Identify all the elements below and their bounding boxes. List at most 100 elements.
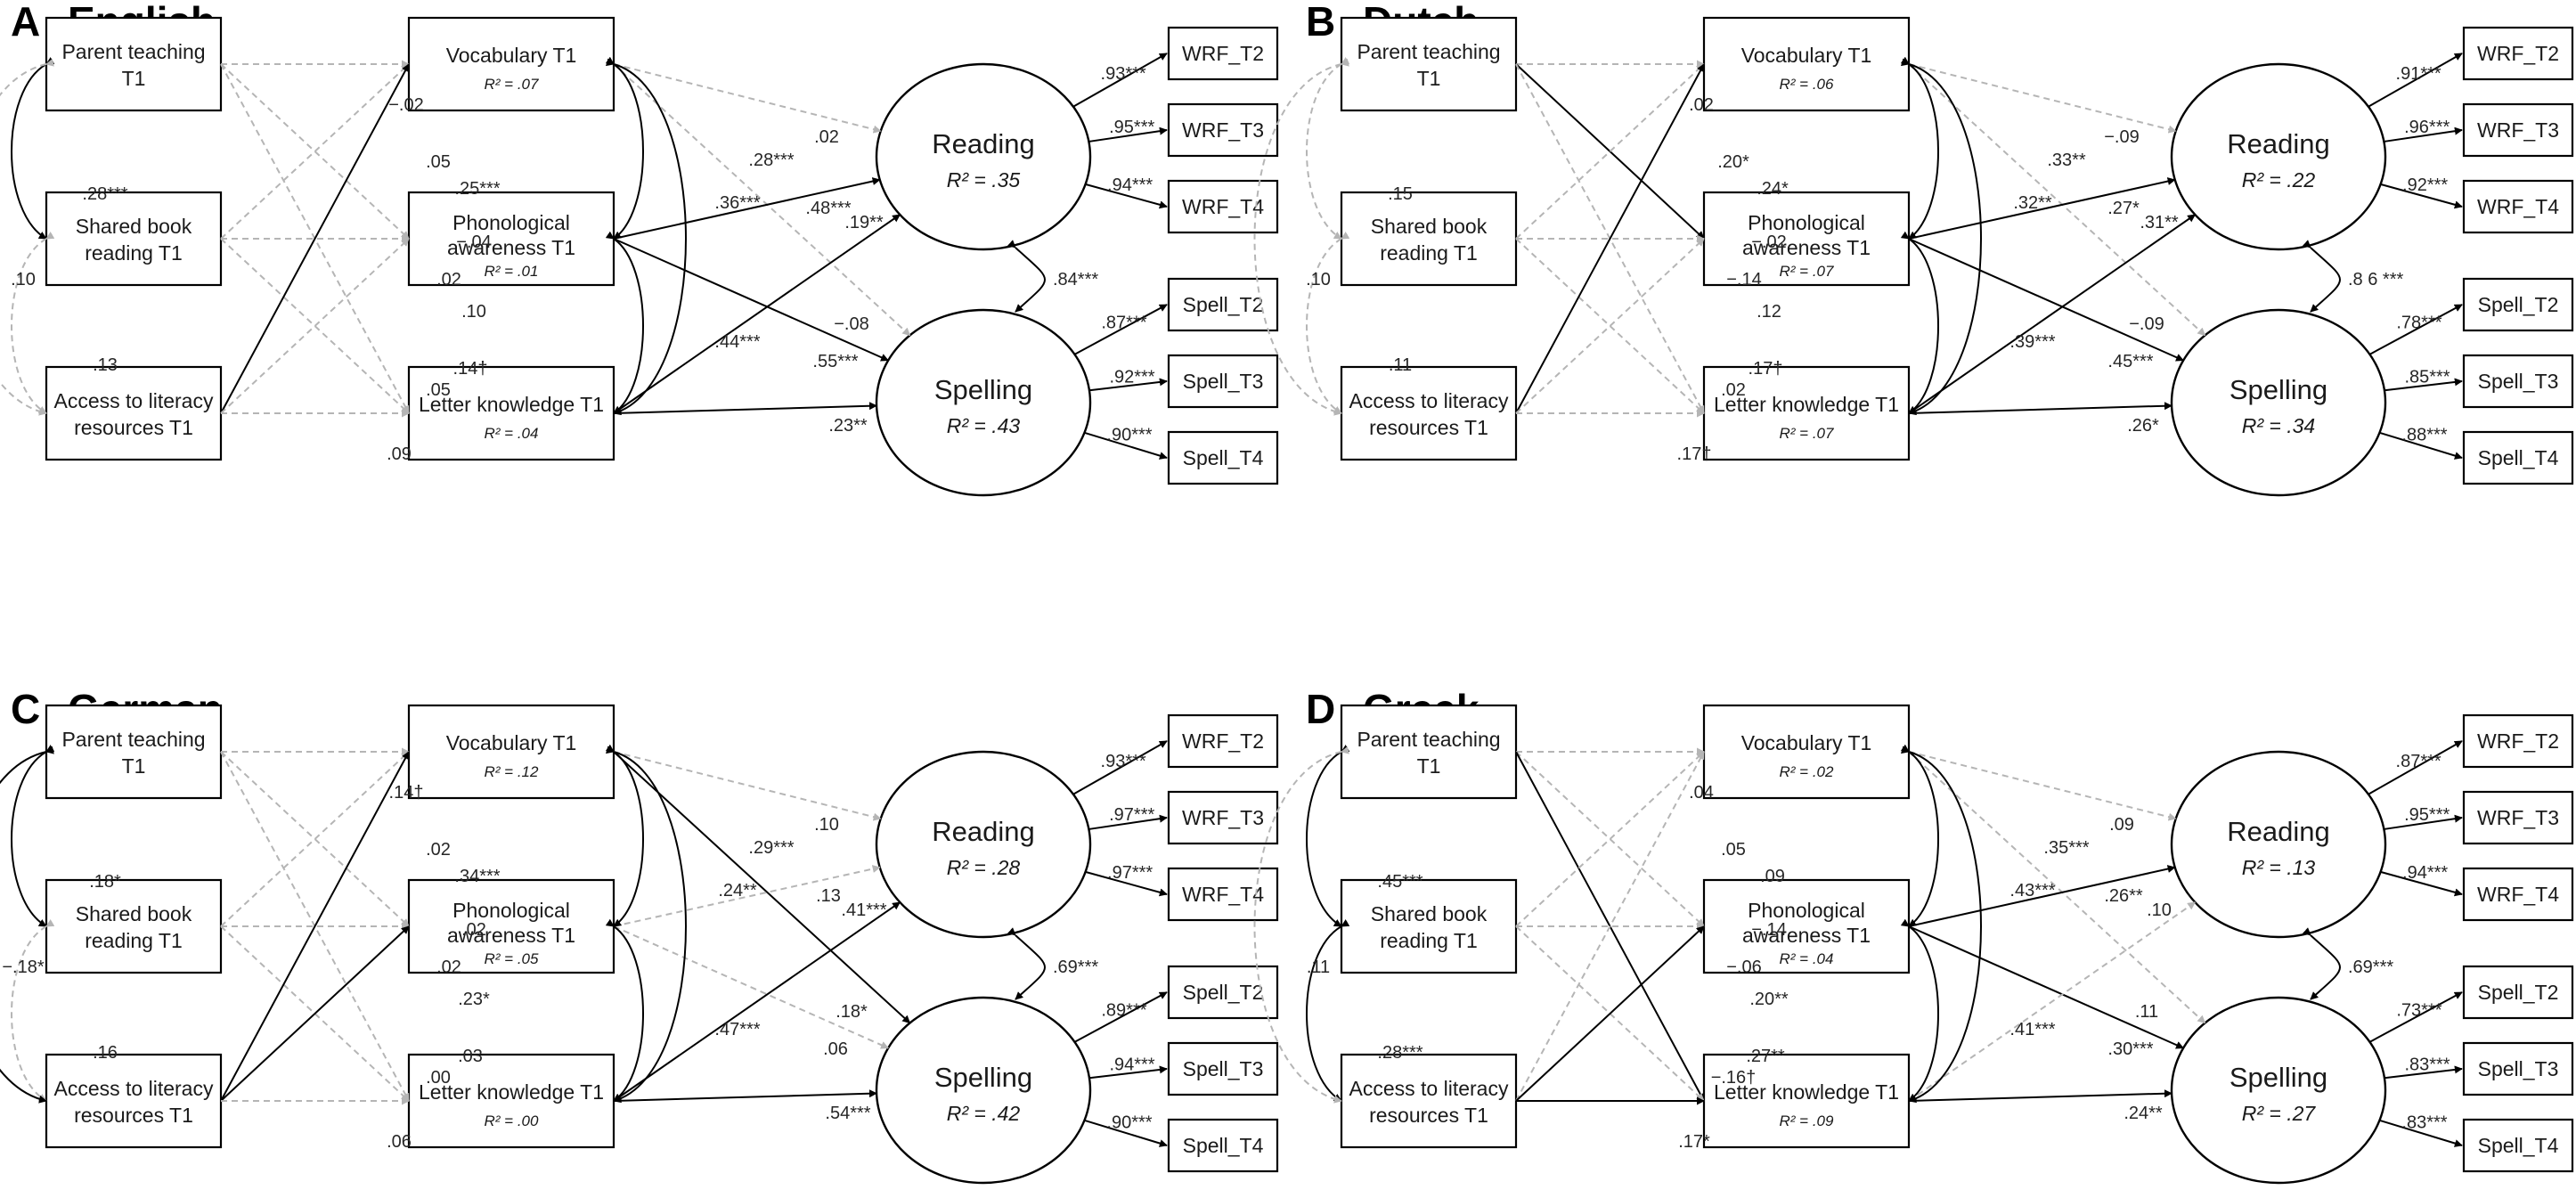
indicator-label: Spell_T4 (2478, 1134, 2559, 1157)
r2-letter: R² = .07 (1780, 425, 1834, 442)
loading-label: .97*** (1109, 805, 1154, 825)
box-label-parent: Parent teaching (61, 40, 205, 63)
loading-label: .93*** (1101, 64, 1146, 84)
path-label-phon-spelling: .45*** (2107, 352, 2153, 371)
box-vocab (1702, 704, 1911, 800)
path-phon-reading (1908, 177, 2176, 240)
cov-label-vocab-letter: .29*** (748, 838, 794, 858)
indicator-label: Spell_T2 (1183, 293, 1264, 316)
cov-shared-access (1306, 232, 1350, 414)
box-label-phon-2: awareness T1 (1742, 236, 1871, 259)
indicator-spell_t3 (2462, 1041, 2574, 1096)
indicator-label: WRF_T3 (2477, 806, 2559, 829)
loading-label: .92*** (1109, 368, 1154, 387)
loading-line (1084, 1119, 1168, 1147)
path-label-parent-letter: .14† (453, 359, 488, 379)
cov-label-phon-letter: .41*** (2009, 1020, 2055, 1039)
loading-line (2384, 378, 2463, 392)
box-label-access-2: resources T1 (74, 416, 193, 439)
indicator-label: Spell_T2 (1183, 981, 1264, 1004)
path-label-vocab-reading: .10 (814, 815, 839, 835)
latent-label-spelling: Spelling (934, 374, 1032, 405)
cov-label-parent-access: .10 (1306, 270, 1331, 289)
path-label-letter-reading: .31** (2140, 213, 2179, 232)
cov-shared-access (11, 919, 55, 1102)
loading-label: .88*** (2401, 426, 2447, 445)
loading-line (1073, 304, 1168, 355)
box-vocab (407, 16, 615, 112)
box-label-phon: Phonological (452, 211, 570, 234)
cov-phon-letter (605, 231, 644, 414)
loading-line (1088, 378, 1168, 392)
loading-line (2368, 304, 2463, 355)
r2-phon: R² = .05 (485, 950, 539, 967)
path-letter-spelling (613, 402, 877, 414)
cov-label-reading-spelling: .8 6 *** (2348, 270, 2403, 289)
path-phon-reading (613, 865, 881, 927)
cov-shared-access (11, 232, 55, 414)
box-letter (1702, 1053, 1911, 1149)
indicator-spell_t2 (2462, 965, 2574, 1020)
loading-line (2380, 183, 2463, 209)
cov-label-parent-shared: .28*** (82, 184, 127, 204)
box-label-parent: Parent teaching (1357, 728, 1500, 751)
path-label-vocab-reading: .09 (2109, 815, 2134, 835)
box-access (1340, 365, 1518, 461)
loading-label: .94*** (2402, 863, 2448, 883)
box-vocab (1702, 16, 1911, 112)
indicator-label: WRF_T4 (1182, 195, 1264, 218)
path-vocab-reading (1908, 751, 2177, 821)
cov-reading-spelling (2302, 927, 2341, 1000)
loading-label: .90*** (1106, 426, 1152, 445)
loading-line (2368, 991, 2463, 1043)
loading-label: .87*** (1101, 314, 1146, 333)
box-letter (407, 1053, 615, 1149)
loading-line (1085, 870, 1168, 897)
path-label-parent-vocab: .04 (1689, 783, 1714, 803)
box-label-access: Access to literacy (1349, 1077, 1509, 1100)
path-access-vocab (220, 751, 410, 1102)
box-label-shared-2: reading T1 (1380, 929, 1478, 952)
loading-label: .93*** (1101, 752, 1146, 771)
indicator-wrf_t3 (2462, 102, 2574, 158)
box-label-parent-2: T1 (122, 67, 146, 90)
latent-label-reading: Reading (932, 816, 1034, 847)
cov-phon-letter (605, 918, 644, 1102)
cov-label-parent-access: −.18* (2, 958, 44, 977)
box-letter (1702, 365, 1911, 461)
box-label-phon: Phonological (1748, 211, 1865, 234)
loading-line (1088, 814, 1168, 830)
box-label-parent-2: T1 (122, 754, 146, 778)
path-label-access-phon: .20** (1749, 990, 1789, 1009)
indicator-spell_t2 (1167, 965, 1279, 1020)
box-label-letter: Letter knowledge T1 (1714, 393, 1899, 416)
box-vocab (407, 704, 615, 800)
cov-reading-spelling (1007, 927, 1046, 1000)
loading-label: .83*** (2404, 1055, 2450, 1075)
box-label-letter: Letter knowledge T1 (1714, 1080, 1899, 1104)
indicator-wrf_t3 (1167, 790, 1279, 845)
path-label-phon-reading: .13 (816, 886, 841, 906)
path-phon-spelling (1908, 925, 2184, 1049)
box-label-vocab: Vocabulary T1 (1741, 44, 1872, 67)
box-phon (1702, 878, 1911, 974)
loading-line (2384, 1065, 2463, 1080)
box-label-parent: Parent teaching (1357, 40, 1500, 63)
indicator-label: Spell_T4 (1183, 446, 1264, 469)
path-label-letter-spelling: .23** (828, 416, 868, 436)
path-parent-phon (1515, 63, 1705, 240)
path-access-vocab (220, 63, 410, 414)
box-label-shared: Shared book (76, 215, 192, 238)
panel-letter: C (11, 686, 40, 732)
path-label-access-letter: .09 (387, 444, 412, 464)
path-letter-reading (613, 214, 901, 414)
indicator-spell_t3 (1167, 354, 1279, 409)
path-label-parent-letter: .27** (1746, 1047, 1785, 1066)
loading-line (2368, 53, 2463, 108)
cov-reading-spelling (1007, 240, 1046, 313)
path-label-vocab-reading: −.09 (2104, 127, 2139, 147)
box-label-shared: Shared book (76, 902, 192, 925)
indicator-label: Spell_T4 (1183, 1134, 1264, 1157)
path-label-access-letter: .17* (1678, 1132, 1710, 1152)
r2-vocab: R² = .07 (485, 76, 539, 93)
